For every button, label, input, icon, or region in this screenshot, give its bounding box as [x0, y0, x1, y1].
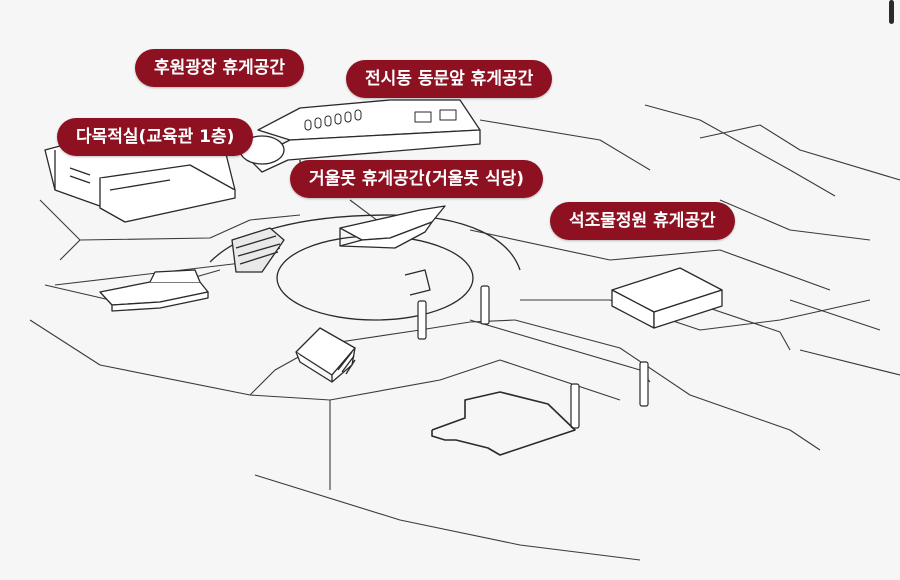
- plaza-ring: [276, 235, 474, 321]
- label-stone-garden-rest-area[interactable]: 석조물정원 휴게공간: [550, 202, 735, 240]
- label-huwon-plaza-rest-area[interactable]: 후원광장 휴게공간: [135, 49, 305, 87]
- label-multipurpose-room[interactable]: 다목적실(교육관 1층): [57, 118, 254, 156]
- label-geoulmot-text: 거울못 휴게공간(거울못 식당): [309, 169, 525, 189]
- label-huwon-text: 후원광장 휴게공간: [154, 58, 286, 78]
- label-seokjomul-text: 석조물정원 휴게공간: [569, 211, 716, 231]
- stepped-seating: [231, 227, 285, 273]
- label-geoulmot-rest-area[interactable]: 거울못 휴게공간(거울못 식당): [290, 160, 544, 198]
- scrollbar-thumb[interactable]: [889, 0, 894, 24]
- label-jeonsidong-east-gate-rest-area[interactable]: 전시동 동문앞 휴게공간: [346, 60, 553, 98]
- geoulmot-restaurant-building: [339, 205, 446, 249]
- label-damokjeoksil-text: 다목적실(교육관 1층): [76, 127, 235, 147]
- jeonsidong-building: [239, 99, 481, 173]
- road-lines: [29, 104, 900, 561]
- label-jeonsidong-text: 전시동 동문앞 휴게공간: [365, 69, 534, 89]
- pillars: [417, 285, 649, 429]
- small-pavilion: [295, 327, 356, 383]
- seokjomul-box-building: [611, 267, 723, 329]
- low-building-left: [99, 269, 209, 312]
- plaza-mark: [404, 269, 431, 296]
- lower-lot-outline: [431, 391, 576, 456]
